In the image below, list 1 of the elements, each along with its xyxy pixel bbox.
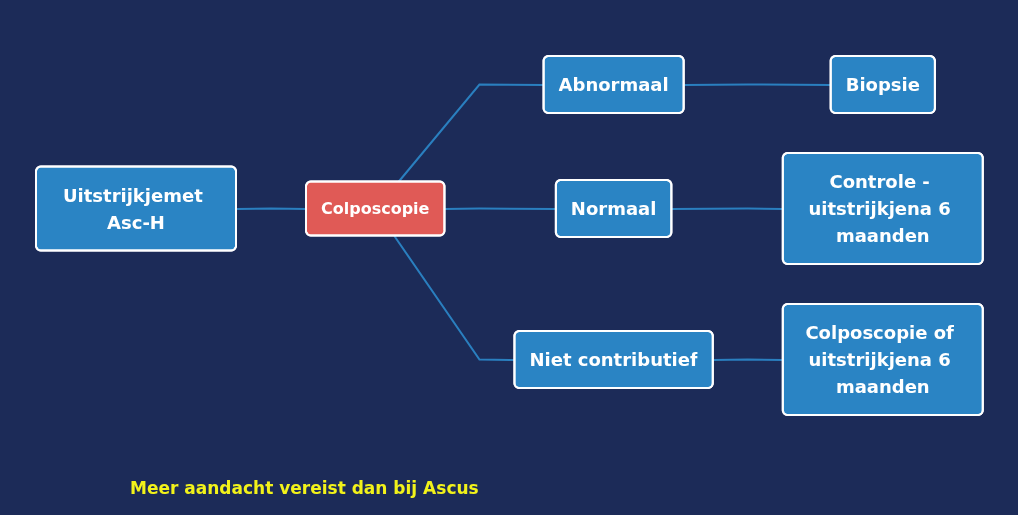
note-text: Meer aandacht vereist dan bij Ascus <box>130 478 479 498</box>
